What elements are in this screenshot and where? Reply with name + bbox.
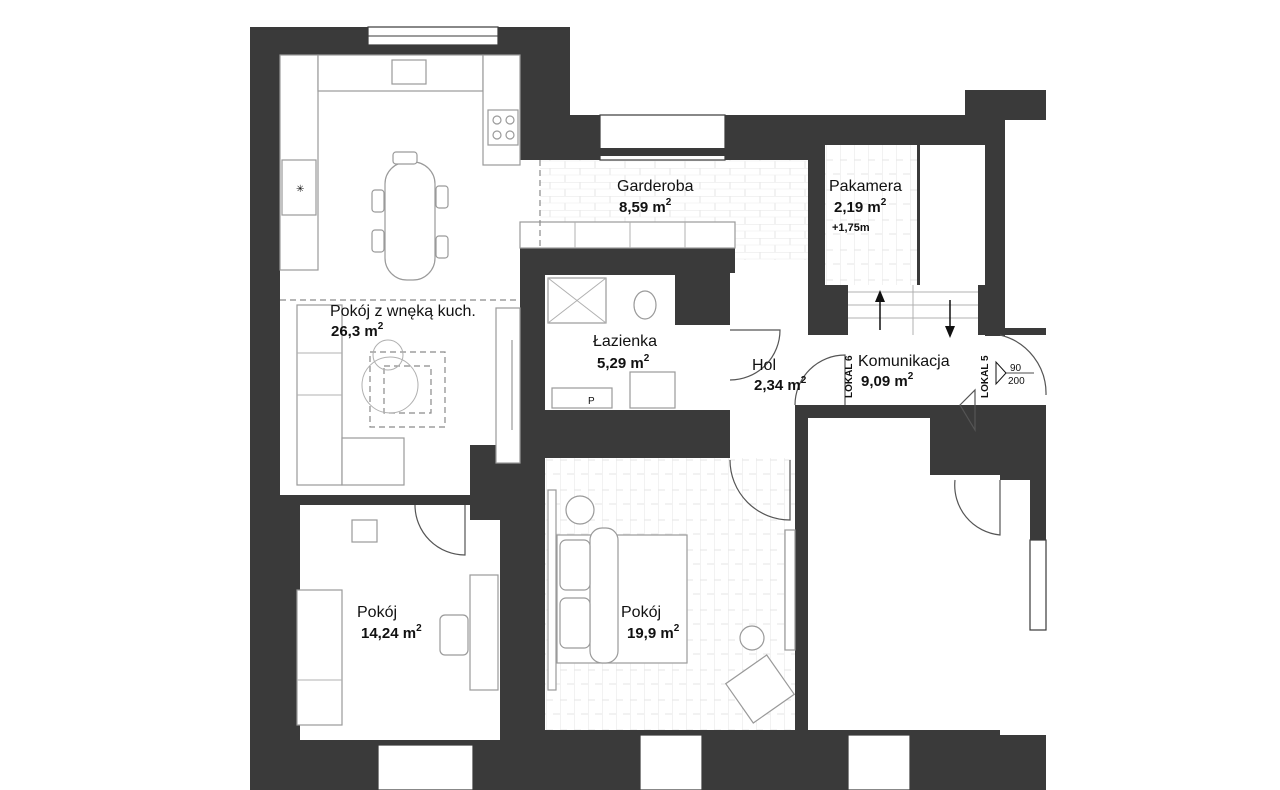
bed bbox=[296, 589, 343, 726]
window-top-kitchen bbox=[367, 26, 499, 46]
door-right bbox=[999, 334, 1047, 396]
windows bbox=[367, 26, 1047, 790]
window-right bbox=[1029, 539, 1047, 631]
armchair bbox=[724, 654, 796, 724]
door-lokal5 bbox=[954, 479, 1001, 536]
desk-chair bbox=[439, 614, 469, 656]
komunikacja-name: Komunikacja bbox=[858, 353, 950, 370]
room1-name: Pokój bbox=[357, 604, 397, 621]
door-lokal6 bbox=[794, 354, 846, 406]
door-room2 bbox=[729, 459, 791, 521]
pakamera-area: 2,19 m2 bbox=[834, 197, 887, 216]
bath-name: Łazienka bbox=[593, 333, 657, 350]
window-bottom-3 bbox=[847, 734, 911, 790]
wardrobe bbox=[519, 221, 736, 249]
stairs-down-arrow-icon bbox=[945, 326, 955, 338]
bath-marker: P bbox=[588, 396, 595, 407]
garderoba-name: Garderoba bbox=[617, 178, 694, 195]
cooktop-icon bbox=[487, 109, 519, 146]
hol-name: Hol bbox=[752, 357, 776, 374]
door-bath bbox=[729, 329, 781, 381]
fridge-icon bbox=[281, 159, 317, 216]
snowflake-icon: ✳ bbox=[296, 184, 304, 195]
hol-area: 2,34 m2 bbox=[754, 375, 807, 394]
pakamera-height: +1,75m bbox=[832, 222, 870, 234]
lokal5-label: LOKAL 5 bbox=[980, 355, 991, 398]
living-area: 26,3 m2 bbox=[331, 321, 384, 340]
window-bottom-1 bbox=[377, 744, 474, 790]
pakamera-floor bbox=[825, 145, 917, 285]
doors bbox=[414, 329, 1047, 556]
door-width: 90 bbox=[1010, 363, 1022, 374]
coffee-table bbox=[369, 351, 446, 428]
door-height: 200 bbox=[1008, 376, 1025, 387]
komunikacja-area: 9,09 m2 bbox=[861, 371, 914, 390]
stairs-up-arrow-icon bbox=[875, 290, 885, 302]
sink-icon bbox=[391, 59, 427, 85]
pakamera-name: Pakamera bbox=[829, 178, 902, 195]
lokal6-label: LOKAL 6 bbox=[844, 355, 855, 398]
room2-area: 19,9 m2 bbox=[627, 623, 680, 642]
room2-name: Pokój bbox=[621, 604, 661, 621]
tv-unit bbox=[495, 307, 521, 464]
nightstand bbox=[565, 495, 595, 525]
stairs bbox=[848, 285, 978, 338]
room-labels: Garderoba 8,59 m2 Pakamera 2,19 m2 +1,75… bbox=[330, 178, 1034, 642]
desk bbox=[469, 574, 499, 691]
door-room1 bbox=[414, 504, 466, 556]
dining-table bbox=[384, 161, 436, 281]
window-bottom-2 bbox=[639, 734, 703, 790]
furniture: ✳ bbox=[279, 54, 978, 726]
room1-floor bbox=[300, 505, 500, 740]
toilet-icon bbox=[633, 290, 657, 320]
room1-area: 14,24 m2 bbox=[361, 623, 422, 642]
bath-area: 5,29 m2 bbox=[597, 353, 650, 372]
door-size-marker: 90 200 bbox=[995, 360, 1034, 387]
living-name: Pokój z wnęką kuch. bbox=[330, 303, 476, 320]
washbasin bbox=[629, 371, 676, 409]
garderoba-area: 8,59 m2 bbox=[619, 197, 672, 216]
shaft-floor bbox=[920, 145, 985, 285]
window-top-garderoba bbox=[599, 114, 726, 161]
inner-walls bbox=[260, 115, 1026, 790]
